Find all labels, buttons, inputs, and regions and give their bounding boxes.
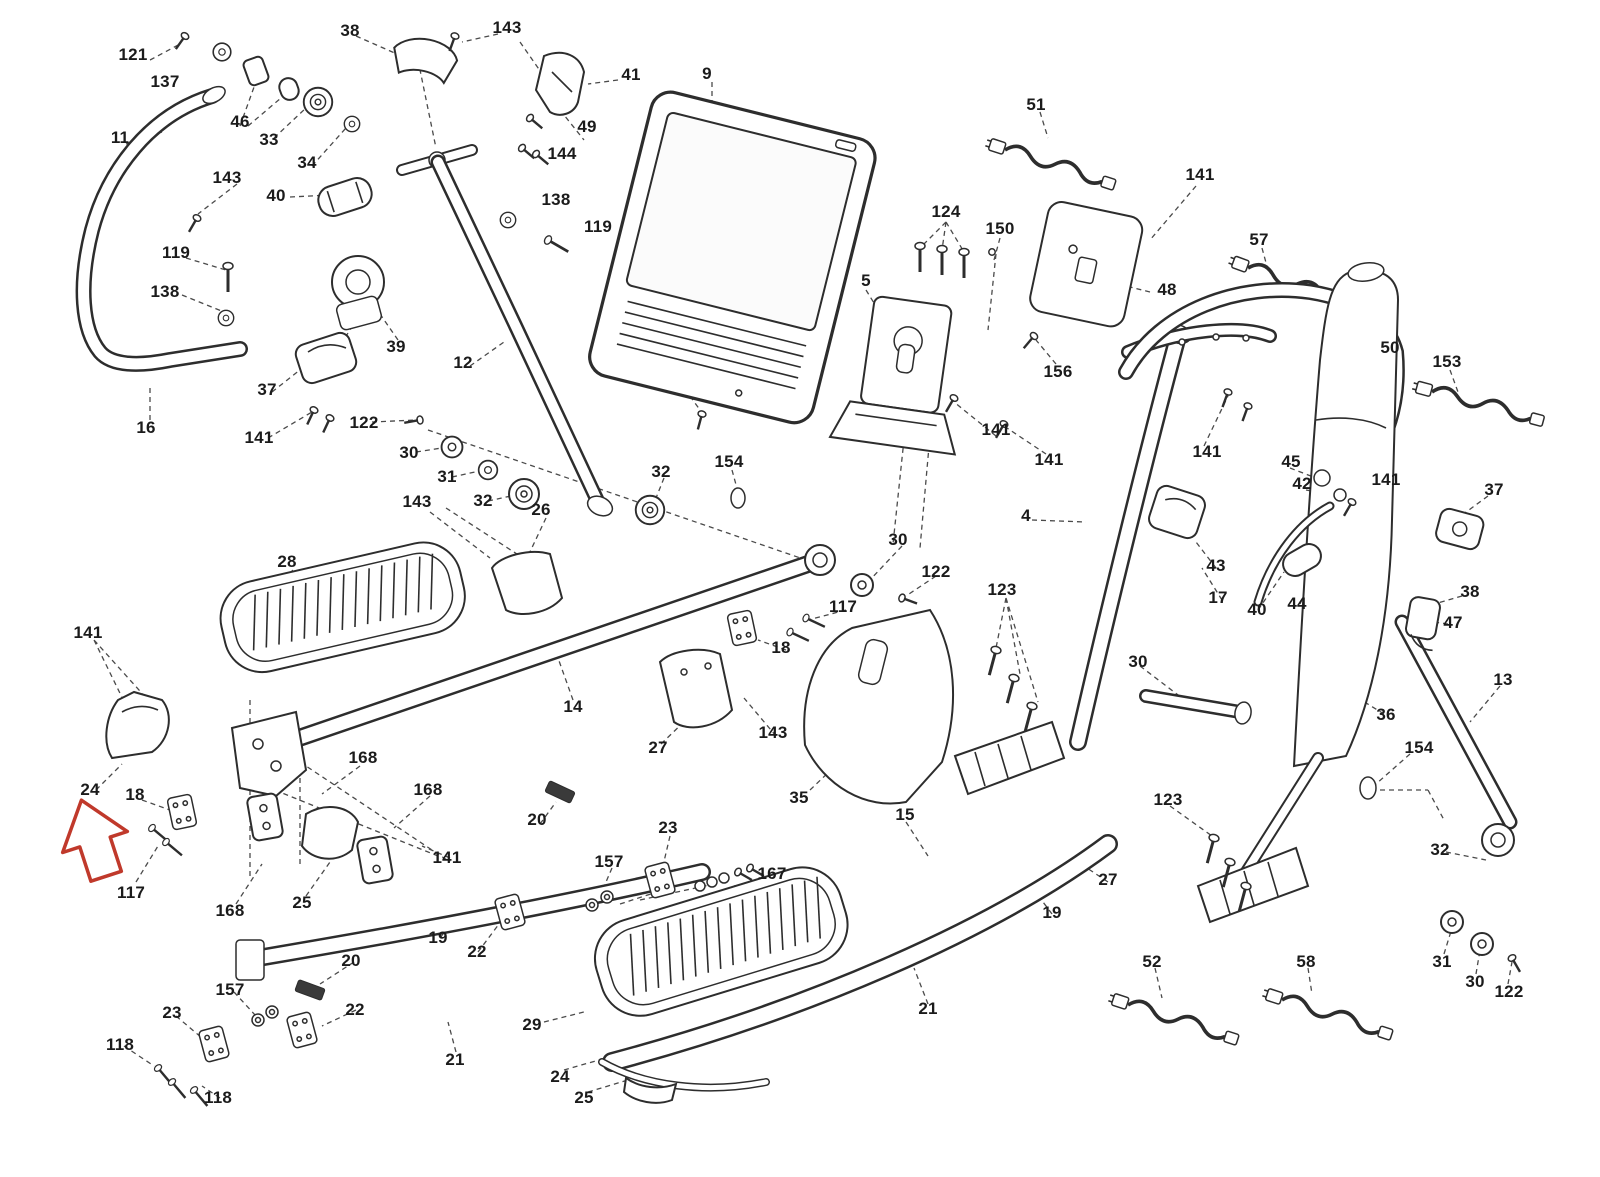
strip-20-a: [544, 780, 576, 804]
upright-tube-12: [430, 154, 614, 517]
handlebar-left: [75, 85, 248, 372]
bracket-168-a: [246, 792, 284, 842]
plate-48: [1029, 201, 1144, 328]
clamp-39: [331, 255, 385, 331]
base-plate-mid: [953, 720, 1066, 796]
console-9: [588, 90, 877, 425]
cable-58: [1259, 984, 1396, 1043]
shield-26: [490, 550, 564, 615]
bracket-41: [534, 51, 586, 116]
pedal-28: [219, 541, 466, 674]
cable-153: [1409, 377, 1547, 429]
bracket-43: [1148, 484, 1206, 540]
carriage-bracket-left: [230, 710, 308, 798]
base-plate-right: [1196, 846, 1310, 924]
mast-36: [1292, 261, 1400, 768]
bracket-5: [828, 295, 957, 456]
roller-40-right: [1282, 543, 1322, 577]
rail-right-15-21: [602, 834, 1118, 1072]
shield-27-mid: [658, 648, 734, 729]
bracket-38-47-right: [1405, 596, 1441, 652]
clamp-37-right: [1435, 507, 1485, 551]
rail-left-19-21: [235, 863, 711, 981]
cover-25-left: [300, 806, 360, 860]
clamp-38-top: [393, 37, 459, 85]
cover-35: [803, 608, 955, 805]
highlight-arrow-icon: [60, 798, 130, 883]
pedal-29: [593, 866, 849, 1017]
leg-13: [1224, 614, 1518, 897]
bracket-168-b: [356, 835, 394, 885]
rail-14: [249, 544, 836, 761]
cable-52: [1105, 989, 1242, 1048]
cover-25-bottom: [622, 1076, 678, 1104]
roller-40-left: [317, 177, 373, 217]
bracket-37-left: [294, 331, 358, 385]
cable-51: [982, 134, 1119, 193]
shield-24-left: [105, 690, 170, 760]
strip-20-b: [294, 979, 326, 1001]
